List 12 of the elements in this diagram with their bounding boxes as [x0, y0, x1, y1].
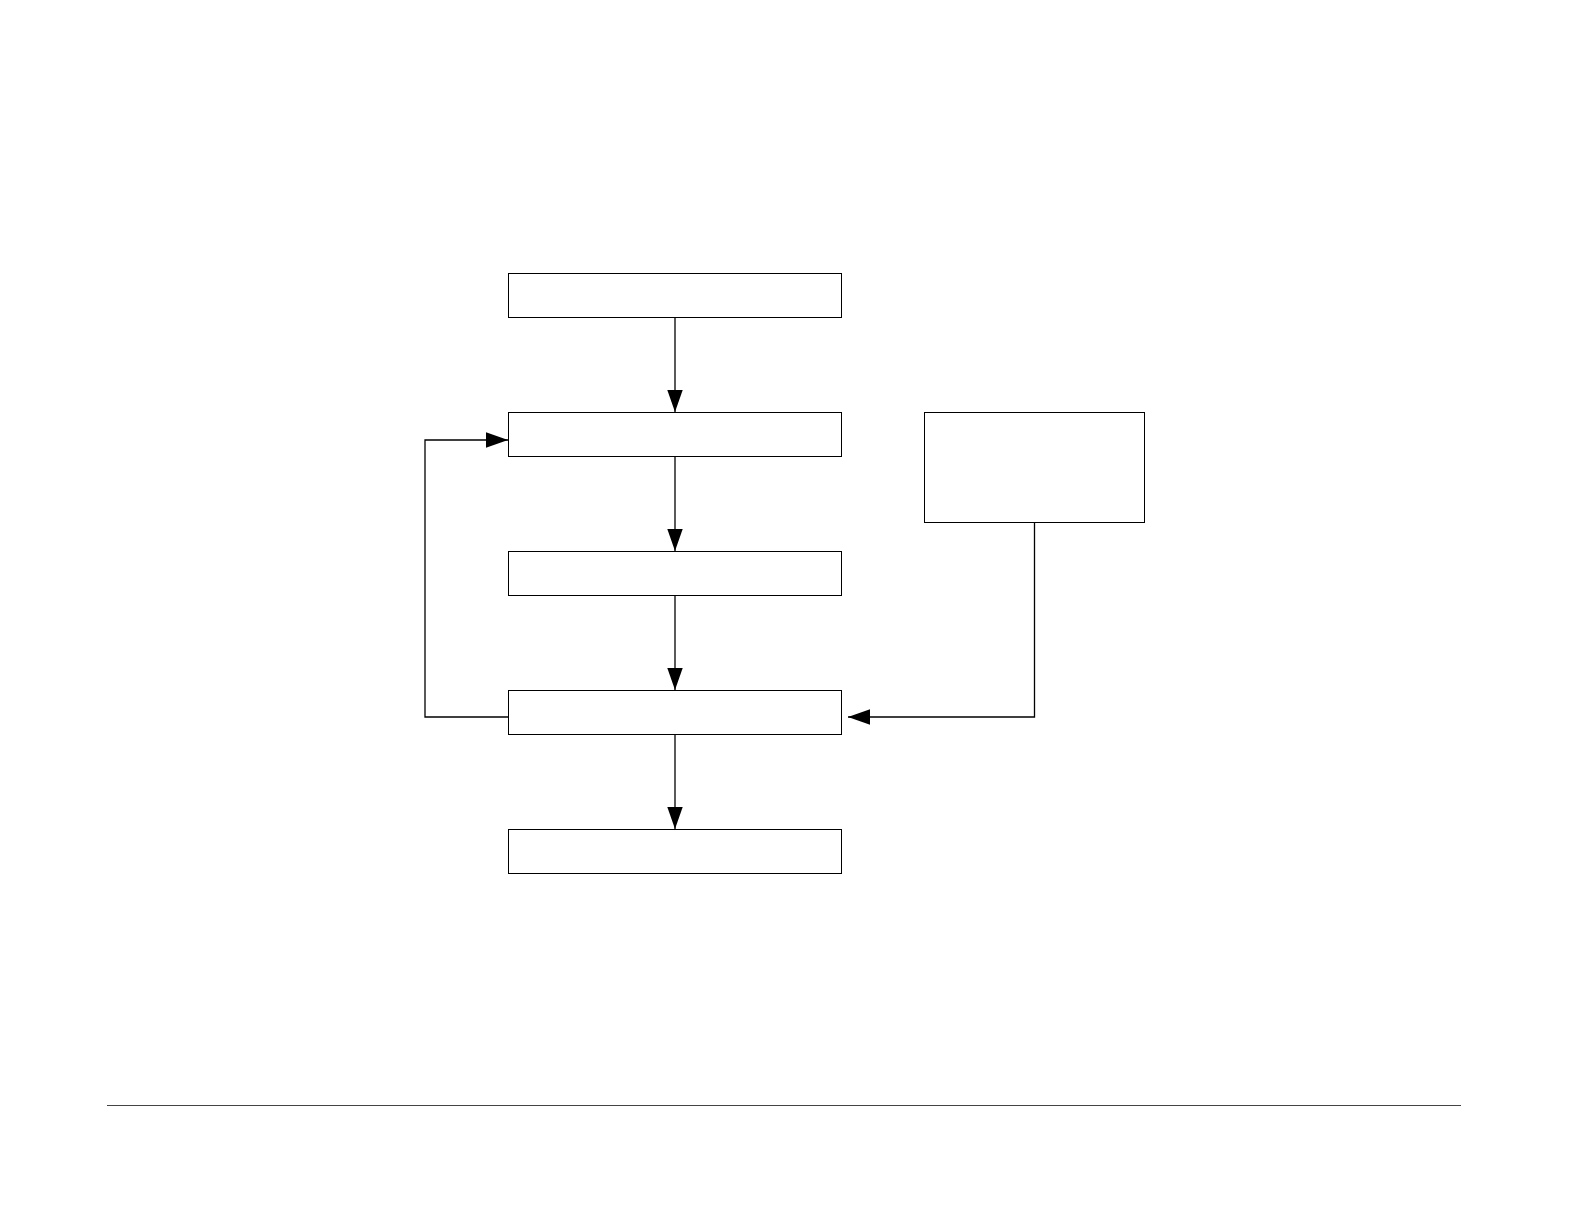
process-box: [508, 412, 842, 457]
process-box: [508, 551, 842, 596]
arrow: [667, 317, 683, 413]
process-box: [924, 412, 1145, 523]
arrow: [667, 456, 683, 552]
arrow: [847, 522, 1036, 725]
process-box: [508, 273, 842, 318]
process-box: [508, 690, 842, 735]
arrow: [667, 595, 683, 691]
arrow: [424, 432, 509, 718]
arrow: [667, 734, 683, 830]
process-box: [508, 829, 842, 874]
